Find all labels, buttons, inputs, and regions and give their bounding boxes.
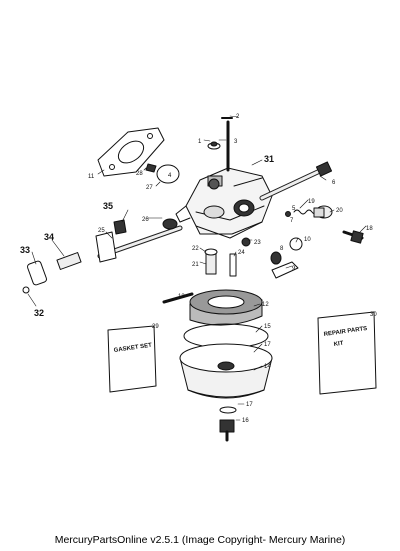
choke-shaft-assembly	[22, 218, 183, 294]
callout-5: 5	[292, 206, 296, 212]
gasket-set-card	[107, 325, 157, 393]
callout-17-lower: 17	[246, 402, 253, 408]
callout-26: 26	[142, 217, 149, 223]
callout-33: 33	[20, 245, 30, 255]
adjust-screw-part	[342, 230, 364, 244]
callout-19: 19	[308, 199, 315, 205]
callout-29: 29	[152, 324, 159, 330]
bowl-screw-part	[219, 406, 237, 442]
leader-lines	[27, 115, 367, 421]
callout-23: 23	[254, 240, 261, 246]
float-part	[189, 289, 263, 326]
throttle-shaft-part	[259, 161, 333, 201]
callout-34: 34	[44, 232, 54, 242]
callout-22: 22	[192, 246, 199, 252]
idle-spring-part	[285, 209, 319, 217]
callout-9: 9	[292, 266, 296, 272]
callout-4: 4	[168, 173, 172, 179]
plug-washer-part	[145, 163, 180, 184]
callout-18: 18	[366, 226, 373, 232]
callout-35: 35	[103, 201, 113, 211]
copyright-caption: MercuryPartsOnline v2.5.1 (Image Copyrig…	[54, 534, 346, 546]
callout-27: 27	[146, 185, 153, 191]
repair-kit-label: KIT	[333, 341, 344, 348]
callout-10: 10	[304, 237, 311, 243]
callout-3: 3	[234, 139, 238, 145]
callout-8: 8	[280, 246, 284, 252]
callout-21: 21	[192, 262, 199, 268]
callout-24: 24	[238, 250, 245, 256]
carburetor-body-part	[175, 167, 273, 239]
callout-20: 20	[336, 208, 343, 214]
callout-7: 7	[290, 218, 294, 224]
main-jet-part	[204, 237, 251, 277]
callout-25: 25	[98, 228, 105, 234]
callout-2: 2	[236, 114, 240, 120]
choke-lever-part	[270, 237, 303, 279]
callout-28: 28	[136, 171, 143, 177]
callout-32: 32	[34, 308, 44, 318]
flange-gasket-part	[97, 127, 165, 177]
float-bowl-part	[179, 343, 273, 399]
callout-17-upper: 17	[264, 342, 271, 348]
callout-30: 30	[370, 312, 377, 318]
float-needle-part	[207, 117, 233, 172]
callout-1: 1	[198, 139, 202, 145]
gasket-set-label: GASKET SET	[113, 343, 152, 354]
callout-12: 12	[262, 302, 269, 308]
callout-11: 11	[88, 174, 95, 180]
exploded-parts-diagram: GASKET SET REPAIR PARTS KIT 2 1 3 31 11 …	[20, 114, 377, 442]
callout-31: 31	[264, 154, 274, 164]
carburetor-diagram-svg: GASKET SET REPAIR PARTS KIT 2 1 3 31 11 …	[20, 114, 377, 442]
callout-15: 15	[264, 324, 271, 330]
fuel-fitting-part	[313, 205, 333, 219]
callout-6: 6	[332, 180, 336, 186]
hinge-pin-part	[162, 292, 194, 304]
repair-kit-card	[317, 311, 377, 395]
callout-13: 13	[178, 294, 185, 300]
callout-14: 14	[264, 364, 271, 370]
callout-16: 16	[242, 418, 249, 424]
